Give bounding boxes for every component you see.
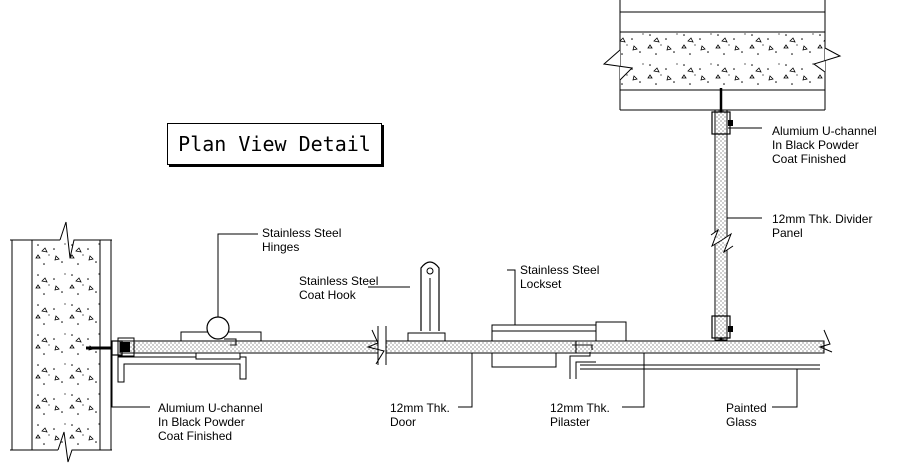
label-pilaster: 12mm Thk.Pilaster	[550, 401, 610, 429]
leader-lines	[111, 127, 798, 408]
coat-hook	[407, 261, 446, 342]
top-wall	[602, 0, 842, 111]
pilaster-and-glass	[569, 329, 833, 379]
label-door: 12mm Thk.Door	[390, 401, 450, 429]
left-u-channel	[86, 337, 247, 383]
drawing-title: Plan View Detail	[167, 123, 382, 165]
left-wall	[10, 221, 112, 463]
divider-panel	[710, 88, 734, 350]
lockset	[491, 321, 627, 368]
